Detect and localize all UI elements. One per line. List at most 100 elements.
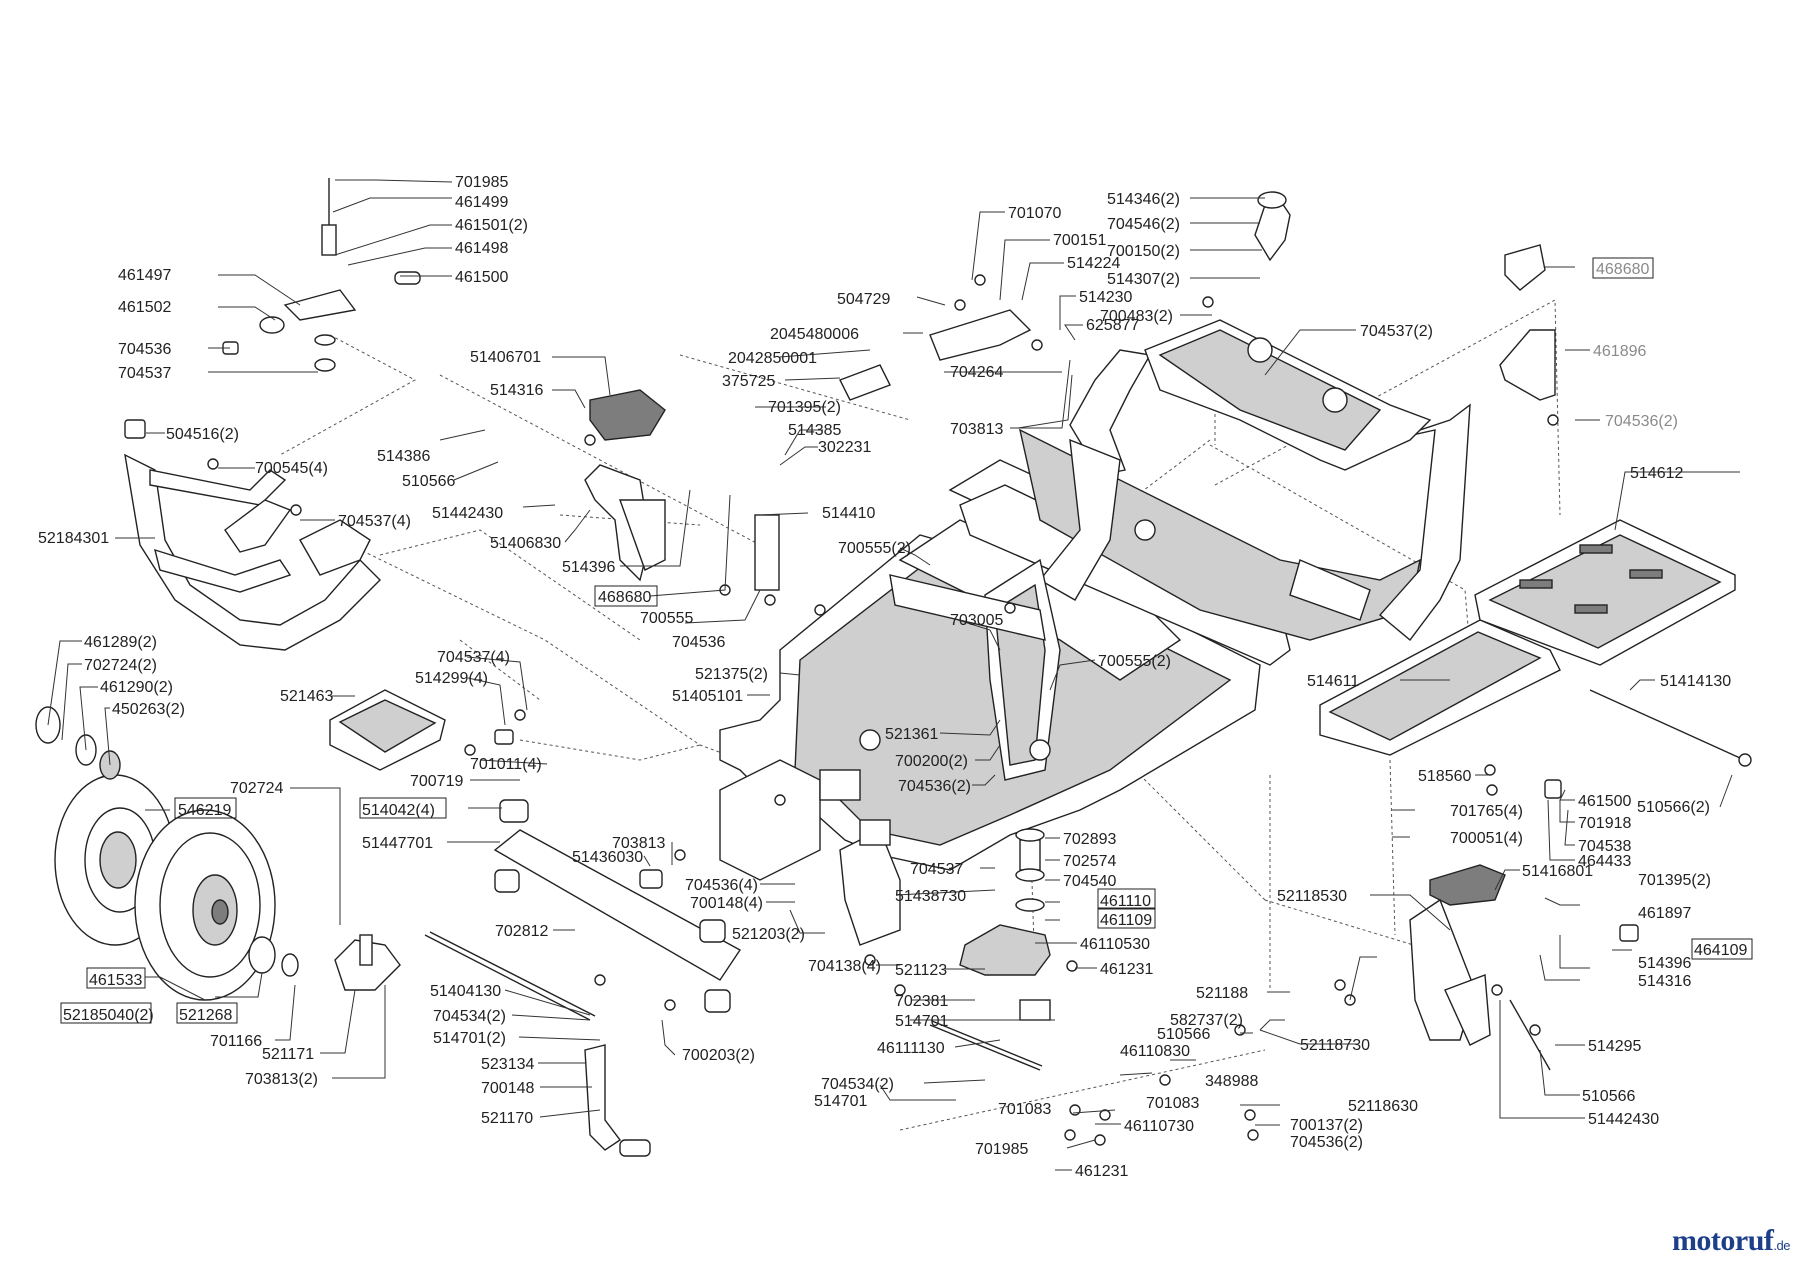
part-label-46110730: 46110730 bbox=[1124, 1118, 1194, 1135]
part-label-701070: 701070 bbox=[1008, 205, 1061, 222]
part-label-510566-c: 510566 bbox=[1157, 1026, 1210, 1043]
part-label-701918: 701918 bbox=[1578, 815, 1631, 832]
part-label-704536: 704536 bbox=[118, 341, 171, 358]
part-label-514224: 514224 bbox=[1067, 255, 1120, 272]
part-label-700051: 700051(4) bbox=[1450, 830, 1523, 847]
part-label-700148-4: 700148(4) bbox=[690, 895, 763, 912]
part-label-702812: 702812 bbox=[495, 923, 548, 940]
part-label-700148: 700148 bbox=[481, 1080, 534, 1097]
part-label-514611: 514611 bbox=[1307, 673, 1359, 690]
part-label-52184301: 52184301 bbox=[38, 530, 109, 547]
front-bumper bbox=[124, 419, 381, 651]
part-label-702893: 702893 bbox=[1063, 831, 1116, 848]
part-label-461498: 461498 bbox=[455, 240, 508, 257]
right-footboard-plates bbox=[1319, 519, 1736, 756]
part-label-51438730: 51438730 bbox=[895, 888, 966, 905]
part-label-702724: 702724 bbox=[230, 780, 283, 797]
step-plate bbox=[329, 689, 514, 771]
part-label-521463: 521463 bbox=[280, 688, 333, 705]
part-label-700545: 700545(4) bbox=[255, 460, 328, 477]
part-label-546219: 546219 bbox=[178, 802, 231, 819]
motoruf-logo: motoruf.de bbox=[1671, 1224, 1791, 1258]
part-label-514396-b: 514396 bbox=[1638, 955, 1691, 972]
part-label-704540: 704540 bbox=[1063, 873, 1116, 890]
part-label-461499: 461499 bbox=[455, 194, 508, 211]
part-label-521171: 521171 bbox=[262, 1046, 314, 1063]
part-label-461110: 461110 bbox=[1100, 893, 1151, 910]
part-label-514230: 514230 bbox=[1079, 289, 1132, 306]
part-label-625877: 625877 bbox=[1086, 317, 1139, 334]
part-label-523134: 523134 bbox=[481, 1056, 534, 1073]
part-label-701395-2b: 701395(2) bbox=[1638, 872, 1711, 889]
main-chassis-frame bbox=[719, 319, 1471, 946]
part-label-504729: 504729 bbox=[837, 291, 890, 308]
part-label-701083-b: 701083 bbox=[1146, 1095, 1199, 1112]
part-label-510566-d: 510566 bbox=[1582, 1088, 1635, 1105]
part-label-51416801: 51416801 bbox=[1522, 863, 1593, 880]
part-label-704546: 704546(2) bbox=[1107, 216, 1180, 233]
part-label-468680-b: 468680 bbox=[1596, 261, 1649, 278]
part-label-701395-2: 701395(2) bbox=[768, 399, 841, 416]
part-label-461500: 461500 bbox=[455, 269, 508, 286]
part-label-701011: 701011(4) bbox=[470, 756, 542, 773]
part-label-702381: 702381 bbox=[895, 993, 948, 1010]
part-label-701166: 701166 bbox=[210, 1033, 262, 1050]
part-label-521170: 521170 bbox=[481, 1110, 533, 1127]
part-label-700137: 700137(2) bbox=[1290, 1117, 1363, 1134]
part-label-704537-4: 704537(4) bbox=[338, 513, 411, 530]
front-wheels bbox=[35, 706, 299, 1001]
part-label-703005: 703005 bbox=[950, 612, 1003, 629]
boxed-label-frames bbox=[60, 257, 1753, 1024]
part-label-703813: 703813 bbox=[612, 835, 665, 852]
logo-text-main: motoruf bbox=[1671, 1224, 1774, 1257]
part-label-51436030: 51436030 bbox=[572, 849, 643, 866]
part-label-52185040: 52185040(2) bbox=[63, 1007, 154, 1024]
part-label-52118630: 52118630 bbox=[1348, 1098, 1418, 1115]
part-label-51406830: 51406830 bbox=[490, 535, 561, 552]
part-label-514042: 514042(4) bbox=[362, 802, 435, 819]
part-number-labels: 701985 461499 461501(2) 461498 461497 46… bbox=[38, 174, 1747, 1180]
part-label-46111130: 46111130 bbox=[877, 1040, 945, 1057]
part-label-51442430: 51442430 bbox=[432, 505, 503, 522]
part-label-52118730: 52118730 bbox=[1300, 1037, 1370, 1054]
part-label-704537-4b: 704537(4) bbox=[437, 649, 510, 666]
part-label-461290: 461290(2) bbox=[100, 679, 173, 696]
part-label-700555-2: 700555(2) bbox=[838, 540, 911, 557]
part-label-461109: 461109 bbox=[1100, 912, 1152, 929]
part-label-514299: 514299(4) bbox=[415, 670, 488, 687]
part-label-46110530: 46110530 bbox=[1080, 936, 1150, 953]
part-label-461502: 461502 bbox=[118, 299, 171, 316]
part-label-703813-2: 703813(2) bbox=[245, 1071, 318, 1088]
part-label-703813-c: 703813 bbox=[950, 421, 1003, 438]
part-label-701985-b: 701985 bbox=[975, 1141, 1028, 1158]
part-label-704538: 704538 bbox=[1578, 838, 1631, 855]
part-label-514612: 514612 bbox=[1630, 465, 1683, 482]
part-label-514295: 514295 bbox=[1588, 1038, 1641, 1055]
part-label-514701-2: 514701(2) bbox=[433, 1030, 506, 1047]
part-label-461897: 461897 bbox=[1638, 905, 1691, 922]
part-label-521203: 521203(2) bbox=[732, 926, 805, 943]
part-label-51447701: 51447701 bbox=[362, 835, 433, 852]
part-label-704536-b: 704536 bbox=[672, 634, 725, 651]
steering-sector bbox=[959, 828, 1051, 1021]
part-label-504516: 504516(2) bbox=[166, 426, 239, 443]
part-label-702574: 702574 bbox=[1063, 853, 1116, 870]
pedals-and-brackets bbox=[584, 244, 1639, 1046]
part-label-521361: 521361 bbox=[885, 726, 938, 743]
part-label-521268: 521268 bbox=[179, 1007, 232, 1024]
callout-leaders bbox=[47, 179, 1740, 1171]
part-label-700555-2c: 700555(2) bbox=[1098, 653, 1171, 670]
part-label-521188: 521188 bbox=[1196, 985, 1248, 1002]
part-label-704537-2: 704537(2) bbox=[1360, 323, 1433, 340]
fasteners bbox=[207, 274, 1752, 1146]
part-label-704534-2: 704534(2) bbox=[433, 1008, 506, 1025]
part-label-348988: 348988 bbox=[1205, 1073, 1258, 1090]
part-label-514396: 514396 bbox=[562, 559, 615, 576]
part-label-704264: 704264 bbox=[950, 364, 1003, 381]
part-label-514307: 514307(2) bbox=[1107, 271, 1180, 288]
part-label-375725: 375725 bbox=[722, 373, 775, 390]
part-label-514316: 514316 bbox=[490, 382, 543, 399]
part-label-51414130: 51414130 bbox=[1660, 673, 1731, 690]
